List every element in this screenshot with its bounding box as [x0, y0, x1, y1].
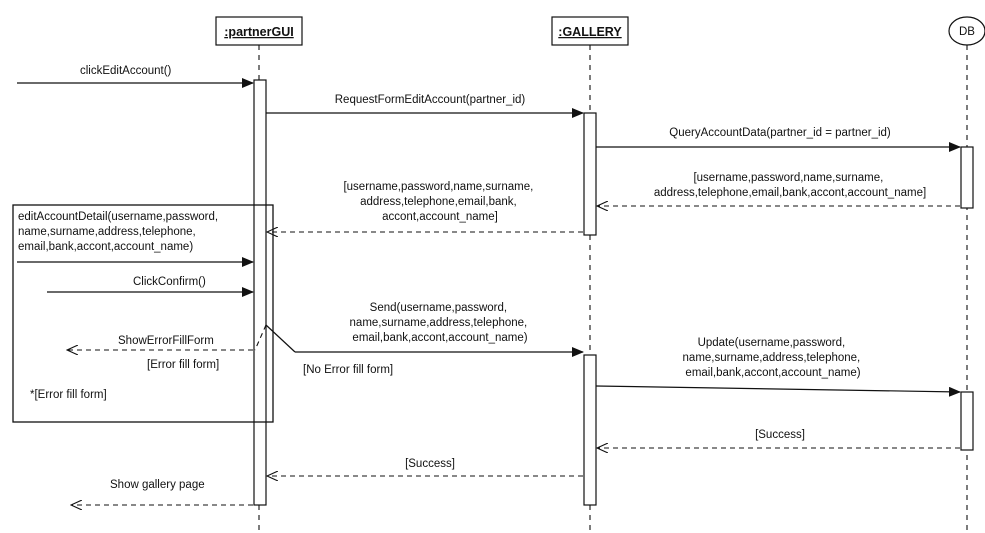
activation-gallery-1 — [583, 112, 597, 236]
activation-gallery-2 — [583, 354, 597, 506]
participant-gallery: :GALLERY — [551, 16, 629, 46]
loop-fragment — [12, 204, 274, 423]
message-line: [username,password,name,surname, — [343, 181, 533, 193]
message-line: email,bank,accont,account_name) — [685, 367, 860, 379]
activation-partner-gui — [253, 79, 267, 506]
message-label: Send(username,password, name,surname,add… — [350, 302, 531, 344]
participant-db: DB — [948, 16, 985, 46]
message-line: name,surname,address,telephone, — [18, 226, 196, 238]
message-label: clickEditAccount() — [80, 65, 172, 77]
branch-line-no-error — [265, 324, 296, 353]
message-label: ClickConfirm() — [133, 276, 206, 288]
participant-label: DB — [959, 26, 975, 38]
message-line: email,bank,accont,account_name) — [18, 241, 193, 253]
message-label: [Success] — [755, 429, 805, 441]
message-line: [username,password,name,surname, — [693, 172, 883, 184]
message-label: RequestFormEditAccount(partner_id) — [335, 94, 526, 106]
participant-box — [551, 16, 629, 46]
message-arrow — [595, 385, 961, 397]
message-line: name,surname,address,telephone, — [350, 317, 528, 329]
participant-partner-gui: :partnerGUI — [215, 16, 303, 46]
message-label: [username,password,name,surname, address… — [343, 181, 536, 223]
message-label: [username,password,name,surname, address… — [654, 172, 926, 199]
activation-db-2 — [960, 391, 974, 451]
message-line: accont,account_name] — [382, 211, 498, 223]
guard-label: [Error fill form] — [147, 359, 219, 371]
message-label: Show gallery page — [110, 479, 205, 491]
message-line: Send(username,password, — [370, 302, 507, 314]
message-label: Update(username,password, name,surname,a… — [683, 337, 864, 379]
message-label: QueryAccountData(partner_id = partner_id… — [669, 127, 891, 139]
guard-label: [No Error fill form] — [303, 364, 393, 376]
message-line: name,surname,address,telephone, — [683, 352, 861, 364]
message-line: editAccountDetail(username,password, — [18, 211, 218, 223]
participant-box — [215, 16, 303, 46]
message-label: [Success] — [405, 458, 455, 470]
loop-guard: *[Error fill form] — [30, 389, 107, 401]
activation-db-1 — [960, 146, 974, 209]
participant-label: :GALLERY — [558, 25, 622, 39]
branch-line-error — [254, 324, 267, 351]
participant-label: :partnerGUI — [224, 25, 293, 39]
message-label: editAccountDetail(username,password, nam… — [18, 211, 221, 253]
message-line: address,telephone,email,bank, — [360, 196, 517, 208]
message-label: ShowErrorFillForm — [118, 335, 214, 347]
message-line: address,telephone,email,bank,accont,acco… — [654, 187, 926, 199]
message-line: email,bank,accont,account_name) — [352, 332, 527, 344]
message-line: Update(username,password, — [698, 337, 846, 349]
